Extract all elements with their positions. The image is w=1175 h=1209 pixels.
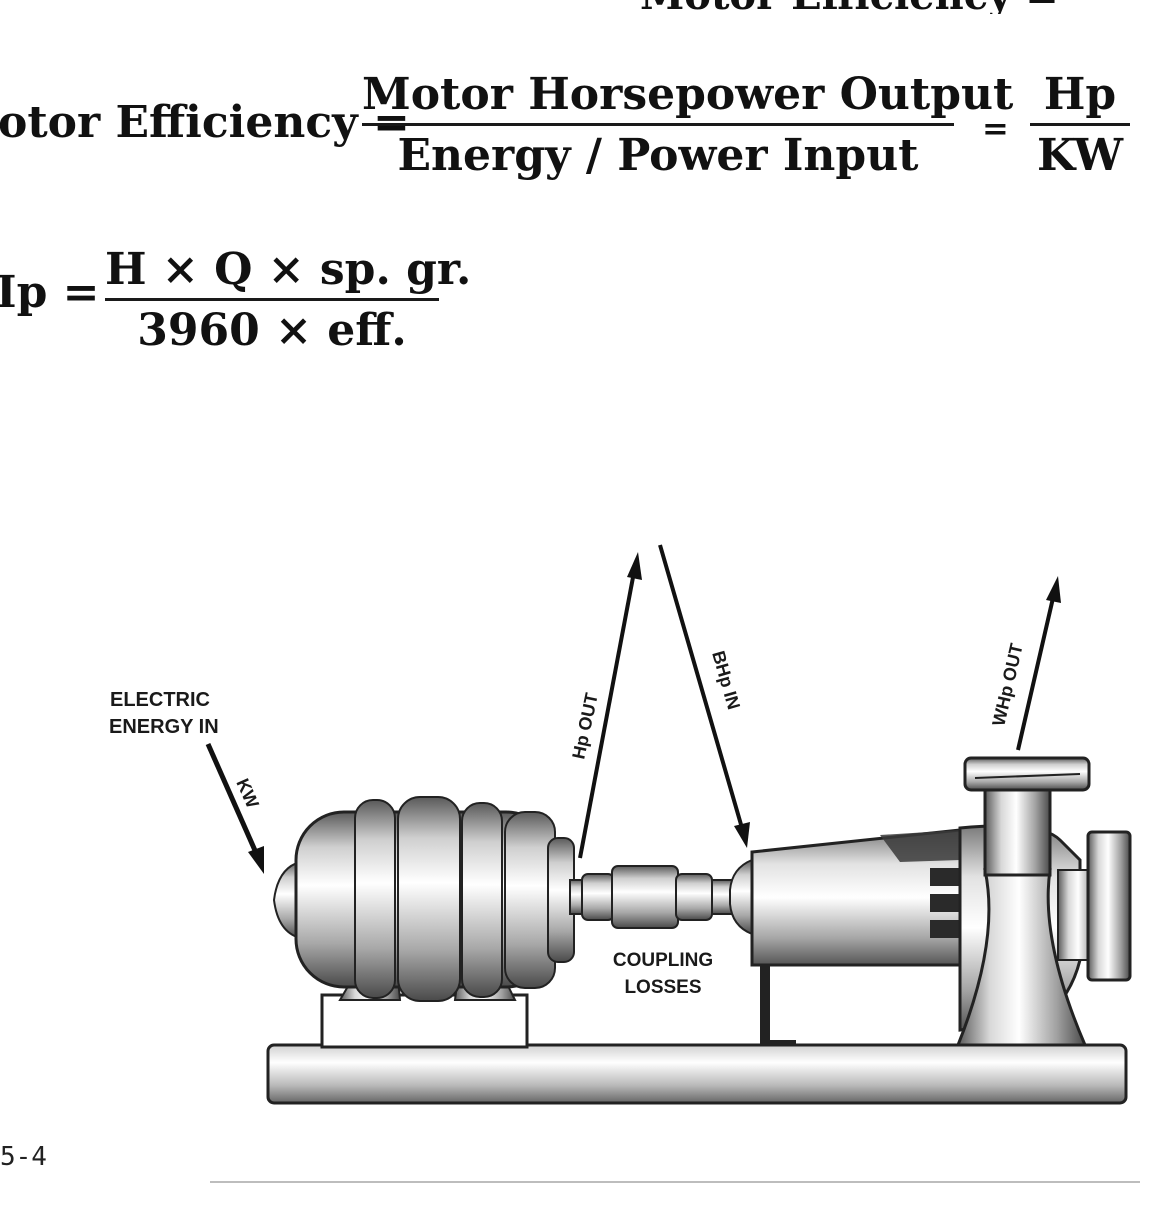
hp-out-arrow bbox=[578, 552, 642, 859]
equation1-equals: = bbox=[982, 109, 1009, 147]
equation2-lhs: Ip = bbox=[0, 267, 100, 318]
equation1-fraction: Motor Horsepower Output Energy / Power I… bbox=[362, 69, 1014, 181]
pump-bearing-housing bbox=[750, 828, 970, 1046]
equation1-numerator: Motor Horsepower Output bbox=[362, 69, 1014, 120]
coupling-losses-label-line2: LOSSES bbox=[624, 977, 701, 998]
fraction-bar bbox=[362, 123, 954, 126]
bhp-in-label: BHp IN bbox=[708, 649, 744, 712]
motor-mount-block bbox=[320, 993, 529, 1049]
top-clipped-text: Motor Efficiency = Motor Horsepower Outp… bbox=[640, 0, 1175, 14]
coupling-losses-label-line1: COUPLING bbox=[613, 950, 713, 971]
coupling bbox=[569, 858, 757, 936]
whp-out-label: WHp OUT bbox=[988, 642, 1026, 728]
base-rail bbox=[266, 1043, 1128, 1105]
equation2-denominator: 3960 × eff. bbox=[137, 305, 407, 356]
footer-rule bbox=[210, 1181, 1140, 1183]
hp-out-label: Hp OUT bbox=[568, 691, 601, 761]
motor-efficiency-equation: otor Efficiency = Motor Horsepower Outpu… bbox=[0, 70, 1175, 190]
equation1-denominator: Energy / Power Input bbox=[397, 130, 919, 181]
pump-casing bbox=[955, 756, 1132, 1047]
whp-out-arrow bbox=[1016, 576, 1061, 751]
electric-energy-label-line1: ELECTRIC bbox=[110, 689, 210, 711]
equation2-fraction: H × Q × sp. gr. 3960 × eff. bbox=[105, 244, 472, 356]
top-clipped-line: Motor Efficiency = Motor Horsepower Outp… bbox=[0, 0, 1175, 14]
equation1-rhs-numerator: Hp bbox=[1043, 69, 1117, 120]
electric-motor bbox=[272, 796, 575, 1002]
equation1-rhs-denominator: KW bbox=[1036, 130, 1124, 181]
equation2-numerator: H × Q × sp. gr. bbox=[105, 244, 472, 295]
fraction-bar bbox=[1030, 123, 1130, 126]
electric-energy-label-line2: ENERGY IN bbox=[109, 716, 219, 738]
page-number: 5-4 bbox=[0, 1142, 47, 1172]
kw-in-arrow bbox=[205, 742, 264, 874]
equation1-rhs-fraction: Hp KW bbox=[1030, 73, 1130, 178]
equation1-lhs: otor Efficiency = bbox=[0, 97, 410, 148]
hp-equation: Ip = H × Q × sp. gr. 3960 × eff. bbox=[0, 245, 500, 365]
fraction-bar bbox=[105, 298, 439, 301]
bhp-in-arrow bbox=[658, 544, 750, 848]
